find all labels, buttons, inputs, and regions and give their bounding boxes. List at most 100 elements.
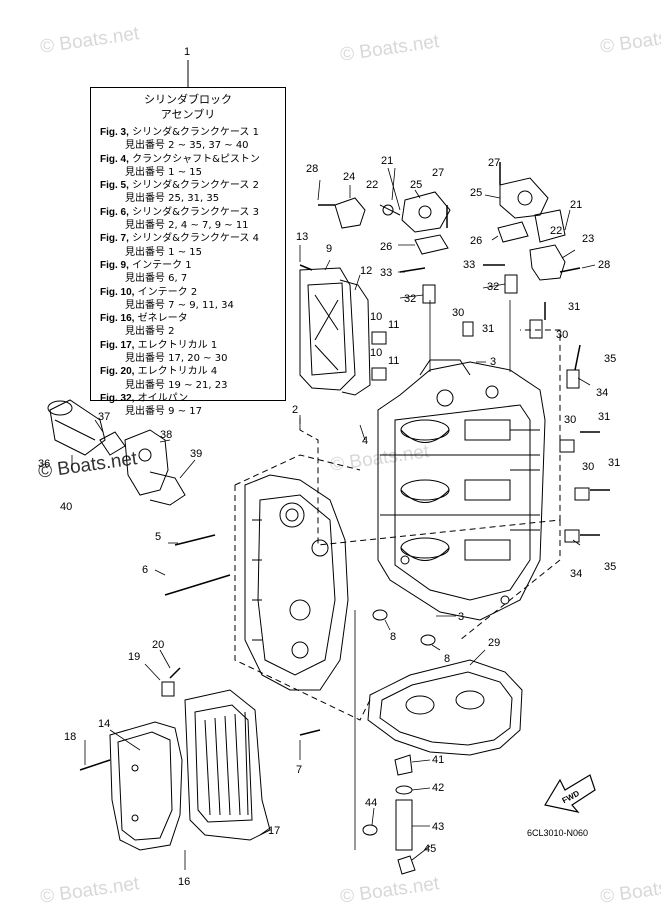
head-gasket bbox=[109, 721, 183, 851]
legend-entry-ref-numbers: 見出番号 9 ~ 17 bbox=[125, 406, 203, 418]
legend-entry: Fig. 20, エレクトリカル 4 bbox=[91, 365, 285, 378]
callout: 36 bbox=[38, 458, 50, 470]
callout-1: 1 bbox=[184, 46, 190, 58]
legend-fig-ref: Fig. 5, bbox=[100, 180, 129, 192]
head-cover bbox=[184, 689, 271, 841]
o-ring bbox=[420, 634, 436, 646]
cover bbox=[497, 221, 529, 243]
legend-entry-ref-numbers: 見出番号 7 ~ 9, 11, 34 bbox=[125, 299, 234, 311]
leader-lines bbox=[71, 167, 596, 870]
block bbox=[161, 681, 175, 697]
callout: 37 bbox=[98, 411, 110, 423]
fwd-arrow bbox=[544, 774, 596, 813]
callout: 10 bbox=[370, 347, 382, 359]
callout: 22 bbox=[366, 179, 378, 191]
callout: 30 bbox=[564, 414, 576, 426]
legend-fig-ref: Fig. 17, bbox=[100, 339, 135, 351]
legend-fig-ref: Fig. 32, bbox=[100, 392, 135, 404]
legend-entry-text: ゼネレータ bbox=[137, 313, 188, 325]
block bbox=[371, 367, 387, 381]
cylinder-block bbox=[377, 359, 546, 621]
callout: 28 bbox=[306, 163, 318, 175]
callout: 20 bbox=[152, 639, 164, 651]
callout: 12 bbox=[360, 265, 372, 277]
legend-entry-text: シリンダ&クランクケース 3 bbox=[132, 206, 259, 218]
callout: 14 bbox=[98, 718, 110, 730]
callout: 27 bbox=[488, 157, 500, 169]
callout: 31 bbox=[608, 457, 620, 469]
thermostat-housing-right bbox=[499, 177, 566, 243]
drain-plug bbox=[394, 754, 413, 776]
callout: 41 bbox=[432, 754, 444, 766]
callout: 21 bbox=[381, 155, 393, 167]
legend-entry-text: インテーク 2 bbox=[137, 286, 198, 298]
block bbox=[574, 487, 590, 501]
legend-entry: Fig. 32, オイルパン bbox=[91, 392, 285, 405]
legend-entry-ref-numbers: 見出番号 2, 4 ~ 7, 9 ~ 11 bbox=[125, 220, 249, 232]
legend-entry-text: オイルパン bbox=[137, 392, 189, 404]
callout: 2 bbox=[292, 404, 298, 416]
o-ring bbox=[372, 609, 388, 621]
block bbox=[462, 321, 474, 337]
callout: 4 bbox=[362, 435, 368, 447]
callout: 8 bbox=[444, 653, 450, 665]
callout: 35 bbox=[604, 353, 616, 365]
callout: 31 bbox=[598, 411, 610, 423]
callout: 6 bbox=[142, 564, 148, 576]
legend-entry-text: エレクトリカル 1 bbox=[137, 339, 218, 351]
drawing-code: 6CL3010-N060 bbox=[527, 828, 588, 838]
callout: 10 bbox=[370, 311, 382, 323]
legend-entry-ref-numbers: 見出番号 19 ~ 21, 23 bbox=[125, 379, 228, 391]
oil-filter bbox=[47, 399, 106, 456]
callout: 25 bbox=[410, 179, 422, 191]
callout: 45 bbox=[424, 843, 436, 855]
callout: 13 bbox=[296, 231, 308, 243]
legend-entry-ref-numbers: 見出番号 1 ~ 15 bbox=[125, 166, 203, 178]
legend-entry-ref-numbers: 見出番号 2 ~ 35, 37 ~ 40 bbox=[125, 140, 249, 152]
callout: 9 bbox=[326, 243, 332, 255]
exhaust-cover bbox=[299, 267, 371, 396]
callout-numbers: 1 2 3 3 4 5 6 7 7 8 8 9 10 10 11 11 12 1… bbox=[38, 46, 620, 888]
legend-entry-text: エレクトリカル 4 bbox=[137, 366, 218, 378]
callout: 16 bbox=[178, 876, 190, 888]
callout: 26 bbox=[380, 241, 392, 253]
legend-entry-text: シリンダ&クランクケース 2 bbox=[132, 180, 259, 192]
callout: 3 bbox=[490, 356, 496, 368]
callout: 44 bbox=[365, 797, 377, 809]
legend-entry-text: インテーク 1 bbox=[132, 259, 192, 271]
callout: 18 bbox=[64, 731, 76, 743]
legend-entry: Fig. 7, シリンダ&クランクケース 4 bbox=[91, 232, 285, 245]
legend-entry: Fig. 16, ゼネレータ bbox=[91, 312, 285, 325]
block bbox=[564, 529, 580, 543]
callout: 39 bbox=[190, 448, 202, 460]
legend-fig-ref: Fig. 3, bbox=[100, 127, 129, 138]
legend-entry-text: シリンダ&クランクケース 1 bbox=[132, 127, 259, 138]
legend-list: Fig. 3, シリンダ&クランクケース 1 見出番号 2 ~ 35, 37 ~ … bbox=[91, 126, 285, 419]
callout: 17 bbox=[268, 825, 280, 837]
block bbox=[559, 439, 575, 453]
oil-filter-bracket bbox=[124, 429, 186, 506]
callout: 11 bbox=[388, 355, 399, 367]
callout: 35 bbox=[604, 561, 616, 573]
fwd-label: FWD bbox=[561, 789, 582, 806]
legend-entry-ref-numbers: 見出番号 2 bbox=[125, 326, 175, 338]
callout: 34 bbox=[596, 387, 608, 399]
legend-entry: Fig. 10, インテーク 2 bbox=[91, 286, 285, 299]
sleeve bbox=[566, 369, 580, 389]
legend-fig-ref: Fig. 20, bbox=[100, 366, 135, 378]
callout: 32 bbox=[404, 293, 416, 305]
legend-entry-ref-numbers: 見出番号 17, 20 ~ 30 bbox=[125, 353, 228, 365]
legend-entry: Fig. 5, シリンダ&クランクケース 2 bbox=[91, 179, 285, 192]
legend-entry: Fig. 6, シリンダ&クランクケース 3 bbox=[91, 206, 285, 219]
callout: 31 bbox=[482, 323, 494, 335]
callout: 28 bbox=[598, 259, 610, 271]
legend-entry: Fig. 4, クランクシャフト&ピストン bbox=[91, 153, 285, 166]
callout: 40 bbox=[60, 501, 72, 513]
callout: 27 bbox=[432, 167, 444, 179]
legend-fig-ref: Fig. 7, bbox=[100, 233, 129, 245]
sleeve bbox=[504, 274, 518, 294]
legend-entry-text: クランクシャフト&ピストン bbox=[132, 153, 260, 165]
cover bbox=[414, 234, 449, 255]
callout: 31 bbox=[568, 301, 580, 313]
